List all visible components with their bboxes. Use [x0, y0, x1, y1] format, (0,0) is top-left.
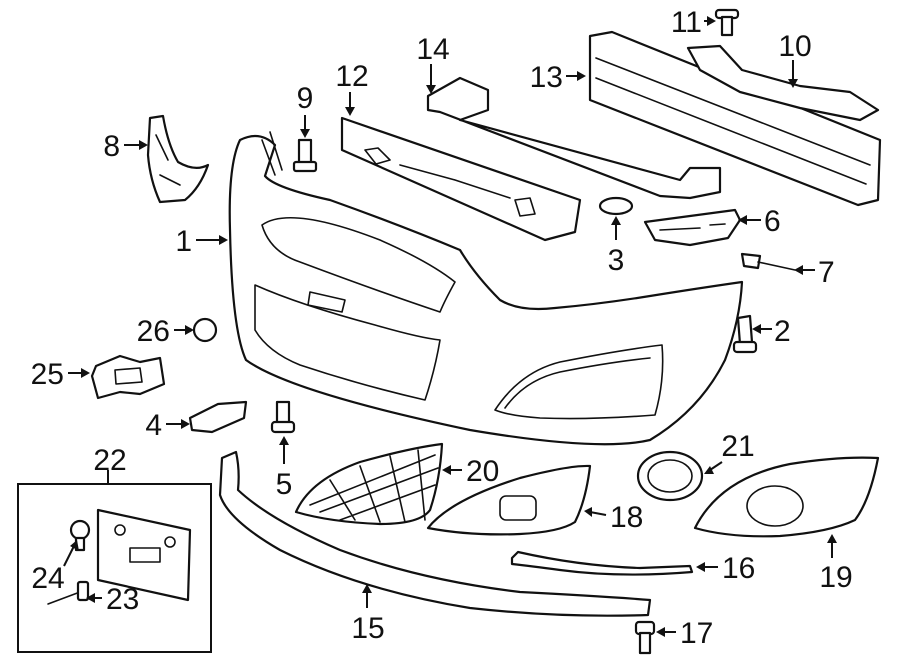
- callout-22: 22: [93, 444, 126, 477]
- part-17-bolt: [634, 620, 656, 655]
- callout-17: 17: [680, 617, 713, 650]
- part-impact-bar: [340, 116, 582, 242]
- callout-25: 25: [31, 358, 64, 391]
- callout-15: 15: [351, 612, 384, 645]
- callout-box-22: [17, 483, 212, 653]
- callout-3: 3: [608, 244, 625, 277]
- part-26-clip: [192, 317, 218, 343]
- part-6-bracket: [643, 208, 742, 247]
- callout-18: 18: [610, 501, 643, 534]
- callout-9: 9: [297, 82, 314, 115]
- part-24-screw: [69, 519, 91, 552]
- callout-21: 21: [721, 430, 754, 463]
- part-left-bracket: [146, 114, 210, 204]
- callout-1: 1: [175, 225, 192, 258]
- callout-12: 12: [335, 60, 368, 93]
- part-reinforcement: [588, 30, 882, 207]
- part-23-rivet: [47, 580, 90, 605]
- callout-11: 11: [671, 6, 702, 39]
- part-25-emblem: [90, 354, 166, 400]
- callout-7: 7: [818, 256, 835, 289]
- part-15-valance: [218, 450, 652, 617]
- part-21-fog-ring: [636, 450, 704, 502]
- part-support-bar: [426, 76, 722, 200]
- leader-arrows: [63, 16, 837, 637]
- callout-20: 20: [466, 455, 499, 488]
- callout-19: 19: [819, 561, 852, 594]
- part-absorber: [686, 44, 880, 122]
- callout-10: 10: [778, 30, 811, 63]
- part-16-strip: [510, 550, 694, 576]
- callout-26: 26: [137, 315, 170, 348]
- part-7-push-pin: [740, 252, 796, 271]
- part-9-bolt: [292, 138, 318, 173]
- part-11-bolt: [714, 8, 740, 37]
- part-5-bolt: [270, 400, 296, 434]
- callout-8: 8: [103, 130, 120, 163]
- part-19-bezel: [693, 456, 880, 538]
- callout-4: 4: [145, 409, 162, 442]
- callout-16: 16: [722, 552, 755, 585]
- part-22-plate-bracket: [96, 508, 192, 602]
- callout-5: 5: [276, 468, 293, 501]
- part-18-bezel: [426, 464, 592, 536]
- callout-6: 6: [764, 205, 781, 238]
- part-4-bracket: [188, 400, 248, 434]
- callout-14: 14: [416, 33, 449, 66]
- callout-13: 13: [530, 61, 563, 94]
- part-3-grommet: [598, 196, 634, 216]
- part-2-bolt: [732, 314, 758, 354]
- callout-labels: 1 2 3 4 5 6 7 8 9 10 11 12 13 14 15 16 1…: [31, 6, 853, 650]
- callout-23: 23: [106, 583, 139, 616]
- part-20-grille: [294, 442, 444, 526]
- callout-24: 24: [31, 562, 64, 595]
- callout-2: 2: [774, 315, 791, 348]
- part-bumper-cover: [228, 131, 744, 446]
